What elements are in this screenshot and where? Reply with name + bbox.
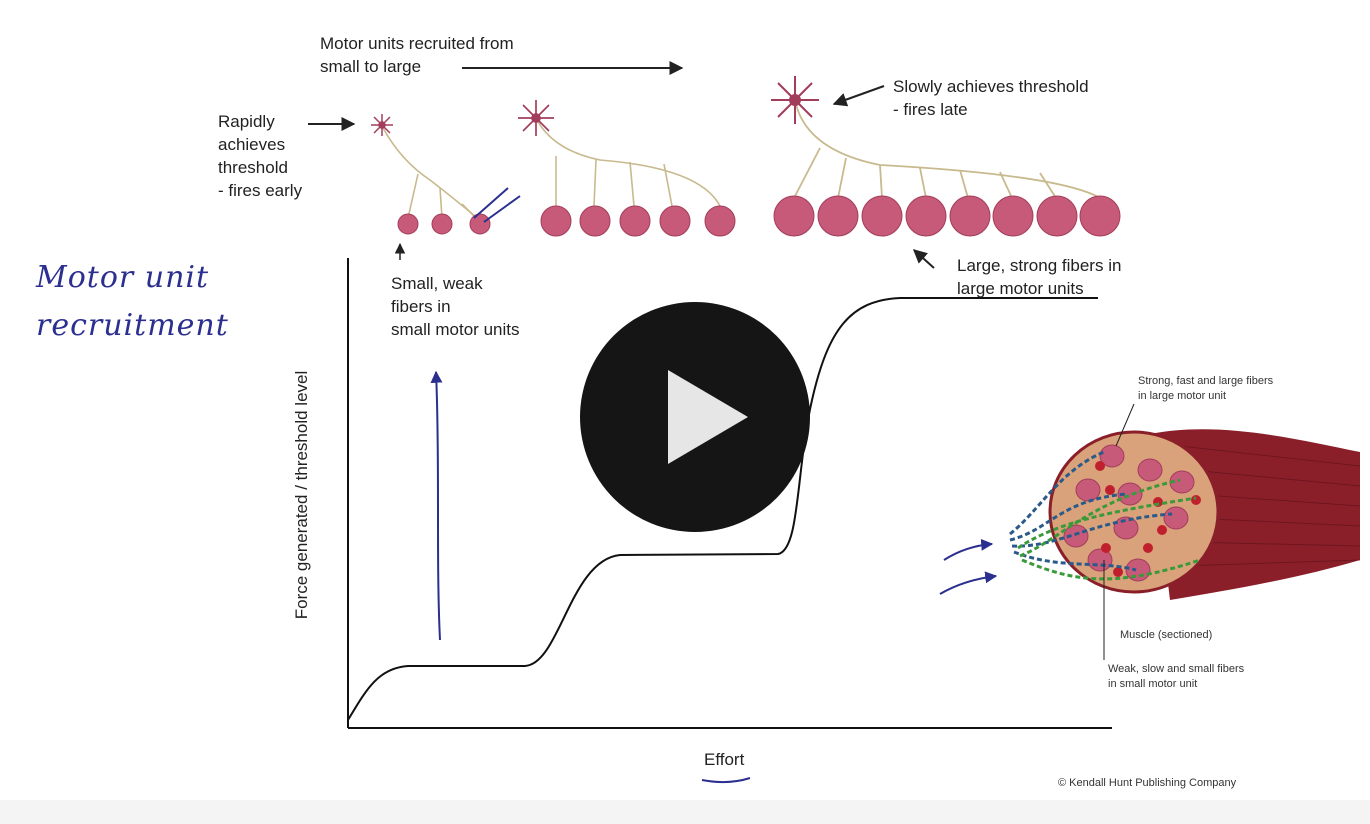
small-neuron-body bbox=[371, 114, 393, 136]
handwritten-title: Motor unit recruitment bbox=[36, 260, 229, 343]
medium-neuron bbox=[535, 117, 721, 207]
large-fibers bbox=[773, 195, 1121, 237]
small-neuron bbox=[381, 125, 483, 223]
video-bottom-strip bbox=[0, 800, 1370, 824]
right-note-arrow bbox=[832, 85, 885, 107]
x-axis-label: Effort bbox=[704, 750, 745, 769]
recruitment-curve bbox=[347, 297, 1098, 721]
ink-underline bbox=[701, 777, 751, 784]
small-motor-unit-label: Weak, slow and small fibers in small mot… bbox=[1108, 663, 1245, 690]
rapid-threshold-note: Rapidly achieves threshold - fires early bbox=[218, 112, 303, 200]
y-axis-label: Force generated / threshold level bbox=[292, 370, 311, 620]
large-fibers-label: Large, strong fibers in large motor unit… bbox=[957, 256, 1122, 298]
medium-neuron-body bbox=[518, 100, 554, 136]
play-icon bbox=[668, 370, 748, 464]
graph-axes bbox=[347, 258, 1112, 729]
large-fibers-arrow bbox=[912, 249, 935, 269]
small-fibers-label: Small, weak fibers in small motor units bbox=[391, 274, 520, 339]
large-neuron bbox=[793, 99, 1101, 199]
recruitment-label: Motor units recruited from small to larg… bbox=[320, 34, 514, 76]
ink-arrow bbox=[430, 370, 443, 641]
slow-threshold-note: Slowly achieves threshold - fires late bbox=[893, 77, 1089, 119]
play-button[interactable] bbox=[580, 302, 810, 532]
ink-annotation bbox=[473, 187, 521, 223]
muscle-illustration bbox=[939, 403, 1361, 660]
large-motor-unit-label: Strong, fast and large fibers in large m… bbox=[1138, 375, 1274, 402]
muscle-section-label: Muscle (sectioned) bbox=[1120, 629, 1213, 641]
copyright-text: © Kendall Hunt Publishing Company bbox=[1058, 777, 1237, 789]
large-neuron-body bbox=[771, 76, 819, 124]
medium-fibers bbox=[540, 205, 736, 237]
